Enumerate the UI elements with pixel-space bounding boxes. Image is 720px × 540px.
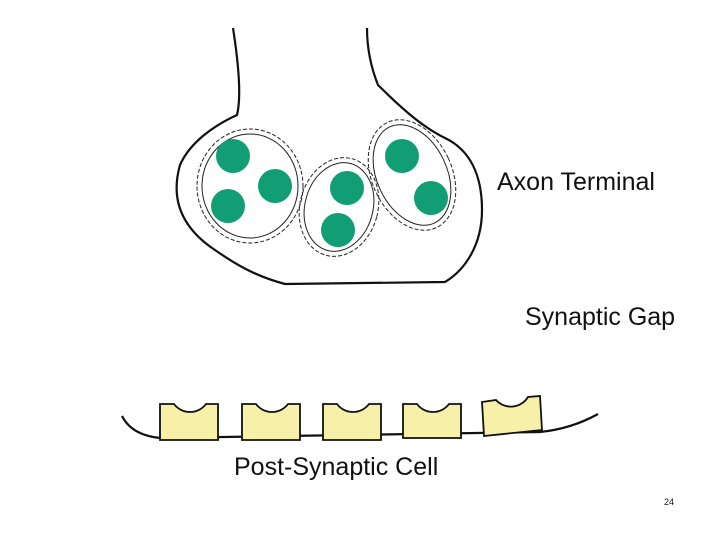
neurotransmitter-dot bbox=[385, 139, 419, 173]
vesicle-membrane-inner bbox=[201, 133, 299, 239]
receptor bbox=[402, 403, 462, 439]
vesicle-membrane bbox=[298, 157, 380, 257]
vesicle-group-right bbox=[367, 119, 457, 231]
vesicle-group-left bbox=[196, 128, 304, 244]
neurotransmitter-dot bbox=[330, 171, 364, 205]
vesicle-membrane-inner bbox=[372, 124, 452, 226]
page-number: 24 bbox=[664, 497, 675, 507]
receptor bbox=[322, 403, 382, 441]
neurotransmitter-dot bbox=[414, 181, 448, 215]
neurotransmitter-dot bbox=[258, 169, 292, 203]
vesicle-membrane-inner bbox=[303, 162, 375, 252]
neurotransmitter-dot bbox=[321, 213, 355, 247]
axon-terminal-outline bbox=[175, 27, 484, 286]
post-synaptic-cell-label: Post-Synaptic Cell bbox=[234, 453, 439, 481]
receptor bbox=[159, 403, 219, 441]
axon-terminal-label: Axon Terminal bbox=[497, 168, 655, 196]
receptor bbox=[481, 395, 543, 437]
neurotransmitter-dot bbox=[211, 189, 245, 223]
receptor-row bbox=[159, 395, 543, 441]
synaptic-gap-label: Synaptic Gap bbox=[525, 303, 676, 331]
vesicle-group-middle bbox=[298, 157, 380, 257]
receptor bbox=[241, 403, 301, 441]
neurotransmitter-dot bbox=[216, 139, 250, 173]
vesicle-membrane bbox=[367, 119, 457, 231]
vesicle-membrane bbox=[196, 128, 304, 244]
